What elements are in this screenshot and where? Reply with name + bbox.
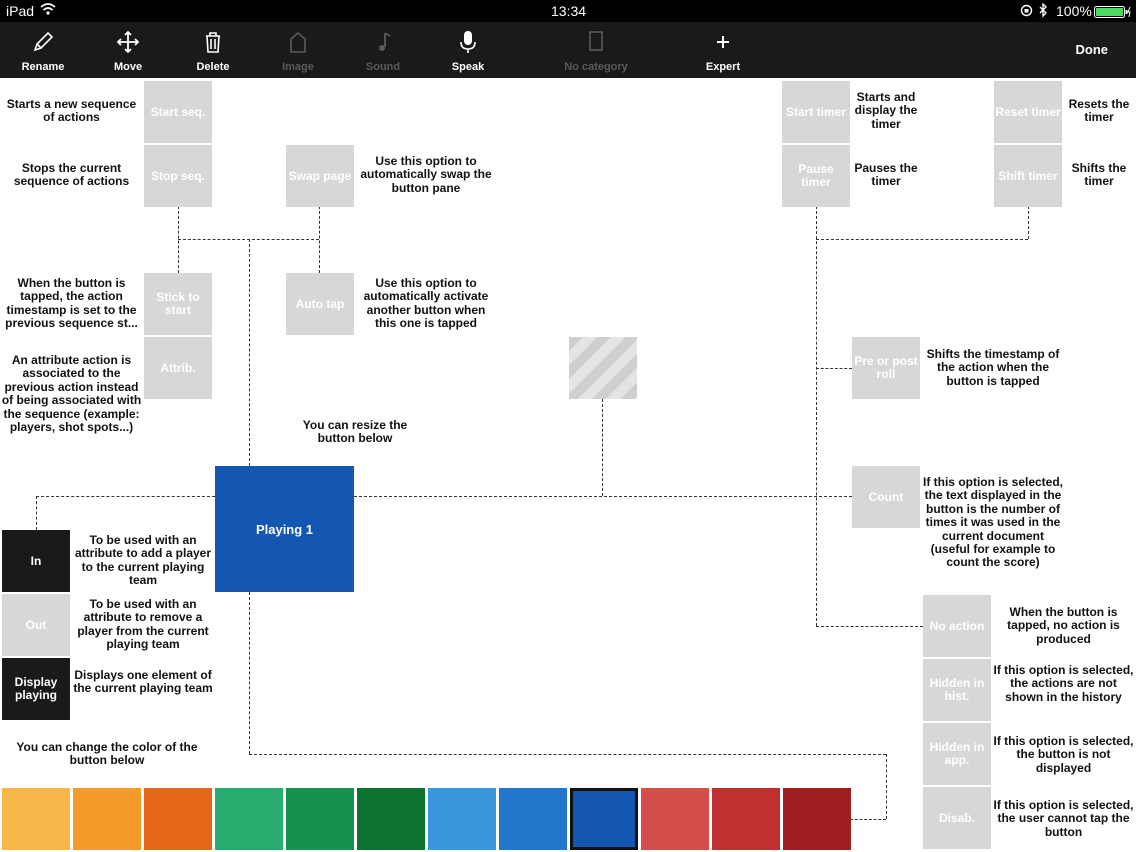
hidden-in-app-description: If this option is selected, the button i… <box>993 734 1134 775</box>
in-button[interactable]: In <box>2 530 70 592</box>
connector-line <box>319 206 320 273</box>
color-swatch[interactable] <box>783 788 851 850</box>
out-button[interactable]: Out <box>2 594 70 656</box>
auto-tap-description: Use this option to automatically activat… <box>363 276 489 331</box>
pre-post-roll-description: Shifts the timestamp of the action when … <box>926 347 1060 388</box>
hidden-in-hist-description: If this option is selected, the actions … <box>993 663 1134 704</box>
stop-seq-description: Stops the current sequence of actions <box>13 161 130 189</box>
hidden-in-hist-button[interactable]: Hidden in hist. <box>923 659 991 721</box>
in-description: To be used with an attribute to add a pl… <box>74 533 212 588</box>
image-icon <box>290 31 306 53</box>
connector-line <box>249 754 886 755</box>
category-button[interactable]: No category <box>556 22 636 78</box>
move-arrows-icon <box>116 30 140 54</box>
status-bar: iPad 13:34 100% <box>0 0 1136 22</box>
start-timer-description: Starts and display the timer <box>854 90 918 131</box>
auto-tap-button[interactable]: Auto tap <box>286 273 354 335</box>
color-swatch[interactable] <box>73 788 141 850</box>
color-hint: You can change the color of the button b… <box>16 740 198 768</box>
category-icon <box>589 31 603 51</box>
start-seq-button[interactable]: Start seq. <box>144 81 212 143</box>
color-swatch[interactable] <box>2 788 70 850</box>
stop-seq-button[interactable]: Stop seq. <box>144 145 212 207</box>
no-action-description: When the button is tapped, no action is … <box>1007 605 1120 646</box>
battery-percent: 100% <box>1056 3 1092 19</box>
connector-line <box>1028 206 1029 239</box>
rename-button[interactable]: Rename <box>3 22 83 78</box>
color-swatch[interactable] <box>641 788 709 850</box>
speak-button[interactable]: Speak <box>428 22 508 78</box>
image-placeholder[interactable] <box>569 337 637 399</box>
count-button[interactable]: Count <box>852 466 920 528</box>
connector-line <box>36 496 215 497</box>
battery-icon <box>1094 5 1132 21</box>
main-button[interactable]: Playing 1 <box>215 466 354 592</box>
connector-line <box>850 819 886 820</box>
move-button[interactable]: Move <box>88 22 168 78</box>
connector-line <box>36 496 37 530</box>
pause-timer-button[interactable]: Pause timer <box>782 145 850 207</box>
wifi-icon <box>40 2 56 19</box>
plus-icon <box>717 36 729 48</box>
color-swatch[interactable] <box>570 788 638 850</box>
connector-line <box>816 368 852 369</box>
microphone-icon <box>460 31 476 53</box>
connector-line <box>816 239 1028 240</box>
connector-line <box>816 206 817 626</box>
resize-hint: You can resize the button below <box>302 418 408 446</box>
start-timer-button[interactable]: Start timer <box>782 81 850 143</box>
color-swatch[interactable] <box>215 788 283 850</box>
pre-post-roll-button[interactable]: Pre or post roll <box>852 337 920 399</box>
connector-line <box>178 239 319 240</box>
display-playing-description: Displays one element of the current play… <box>73 668 213 696</box>
connector-line <box>602 399 603 496</box>
color-swatch[interactable] <box>712 788 780 850</box>
reset-timer-button[interactable]: Reset timer <box>994 81 1062 143</box>
count-description: If this option is selected, the text dis… <box>922 475 1064 570</box>
swap-page-description: Use this option to automatically swap th… <box>360 154 492 195</box>
color-swatch[interactable] <box>499 788 567 850</box>
no-action-button[interactable]: No action <box>923 595 991 657</box>
stick-to-start-button[interactable]: Stick to start <box>144 273 212 335</box>
sound-button[interactable]: Sound <box>343 22 423 78</box>
color-swatch[interactable] <box>428 788 496 850</box>
display-playing-button[interactable]: Display playing <box>2 658 70 720</box>
disab-button[interactable]: Disab. <box>923 787 991 849</box>
delete-button[interactable]: Delete <box>173 22 253 78</box>
device-name: iPad <box>6 3 35 19</box>
trash-icon <box>206 32 220 53</box>
reset-timer-description: Resets the timer <box>1068 97 1130 125</box>
color-swatch[interactable] <box>286 788 354 850</box>
attrib-description: An attribute action is associated to the… <box>1 353 142 435</box>
connector-line <box>886 754 887 819</box>
connector-line <box>816 626 923 627</box>
hidden-in-app-button[interactable]: Hidden in app. <box>923 723 991 785</box>
lock-rotation-icon <box>1020 4 1033 20</box>
done-button[interactable]: Done <box>1075 42 1109 57</box>
pencil-icon <box>33 31 54 52</box>
pause-timer-description: Pauses the timer <box>854 161 918 189</box>
color-swatch[interactable] <box>144 788 212 850</box>
toolbar: Rename Move Delete Image Sound Speak No … <box>0 22 1136 78</box>
music-note-icon <box>379 32 391 51</box>
attrib-button[interactable]: Attrib. <box>144 337 212 399</box>
clock: 13:34 <box>551 3 587 19</box>
color-swatch[interactable] <box>357 788 425 850</box>
connector-line <box>249 239 250 466</box>
swap-page-button[interactable]: Swap page <box>286 145 354 207</box>
stick-to-start-description: When the button is tapped, the action ti… <box>5 276 138 331</box>
expert-button[interactable]: Expert <box>683 22 763 78</box>
out-description: To be used with an attribute to remove a… <box>77 597 209 652</box>
image-button[interactable]: Image <box>258 22 338 78</box>
start-seq-description: Starts a new sequence of actions <box>6 97 137 125</box>
shift-timer-description: Shifts the timer <box>1071 161 1127 189</box>
connector-line <box>249 592 250 754</box>
connector-line <box>354 496 852 497</box>
bluetooth-icon <box>1039 2 1048 21</box>
disab-description: If this option is selected, the user can… <box>993 798 1134 839</box>
shift-timer-button[interactable]: Shift timer <box>994 145 1062 207</box>
